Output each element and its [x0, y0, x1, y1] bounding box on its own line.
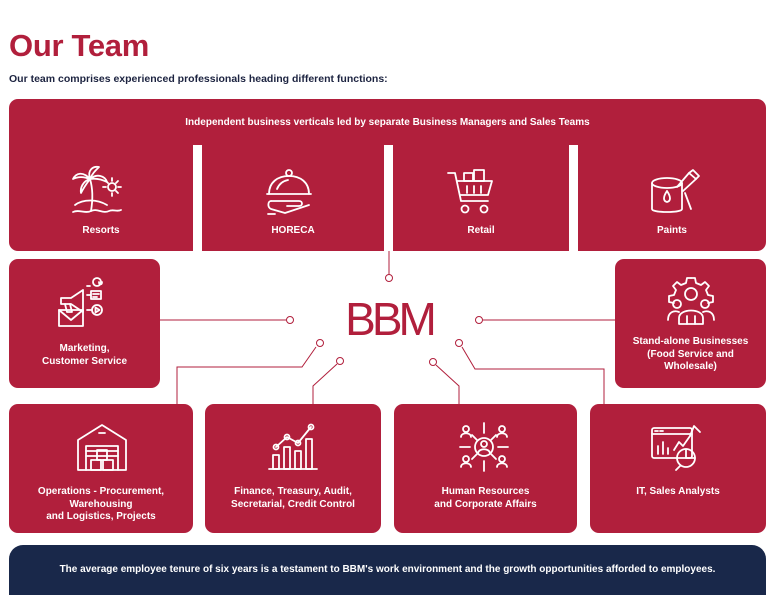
shopping-cart-icon — [446, 169, 498, 217]
paint-bucket-icon — [649, 169, 701, 217]
footer-text: The average employee tenure of six years… — [59, 564, 716, 575]
warehouse-icon — [76, 422, 128, 472]
function-label-marketing: Marketing, Customer Service — [41, 343, 128, 367]
footer-banner: The average employee tenure of six years… — [9, 545, 766, 595]
verticals-header: Independent business verticals led by se… — [185, 117, 590, 128]
vertical-label-retail: Retail — [467, 225, 495, 236]
function-box-marketing: Marketing, Customer Service — [9, 259, 160, 388]
function-box-hr: Human Resources and Corporate Affairs — [394, 404, 577, 533]
vertical-label-resorts: Resorts — [82, 225, 120, 236]
vertical-divider — [384, 145, 393, 251]
vertical-label-paints: Paints — [656, 225, 687, 236]
vertical-divider — [569, 145, 578, 251]
analytics-dashboard-icon — [650, 422, 702, 472]
team-gear-icon — [665, 276, 717, 328]
function-label-it: IT, Sales Analysts — [636, 486, 720, 497]
business-verticals-panel: Independent business verticals led by se… — [9, 99, 766, 251]
growth-chart-icon — [267, 421, 319, 473]
function-box-operations: Operations - Procurement, Warehousing an… — [9, 404, 193, 533]
function-label-hr: Human Resources and Corporate Affairs — [434, 486, 537, 510]
bbm-logo: BBM — [345, 293, 437, 345]
marketing-megaphone-icon — [57, 276, 109, 328]
palm-tree-icon — [71, 165, 123, 215]
page-subtitle: Our team comprises experienced professio… — [9, 73, 388, 85]
function-label-standalone: Stand-alone Businesses (Food Service and… — [632, 336, 749, 372]
page-title: Our Team — [9, 28, 150, 63]
food-cloche-icon — [265, 169, 317, 217]
function-label-operations: Operations - Procurement, Warehousing an… — [37, 486, 165, 522]
vertical-divider — [193, 145, 202, 251]
function-box-it: IT, Sales Analysts — [590, 404, 766, 533]
vertical-label-horeca: HORECA — [271, 225, 315, 236]
function-box-finance: Finance, Treasury, Audit, Secretarial, C… — [205, 404, 381, 533]
function-box-standalone: Stand-alone Businesses (Food Service and… — [615, 259, 766, 388]
function-label-finance: Finance, Treasury, Audit, Secretarial, C… — [231, 486, 355, 510]
people-network-icon — [458, 421, 510, 473]
